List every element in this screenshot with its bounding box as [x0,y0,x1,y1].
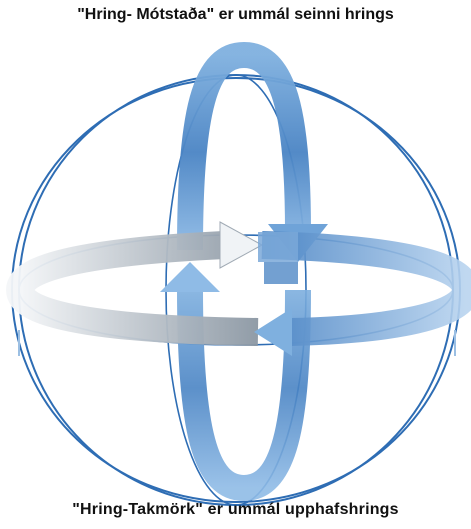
vertical-ring-arrow [160,55,328,488]
center-crossing [258,232,298,284]
horizontal-ring-arrow [20,222,466,356]
bottom-caption: "Hring-Takmörk" er ummál upphafshrings [0,501,471,519]
sphere-outline [12,75,460,505]
